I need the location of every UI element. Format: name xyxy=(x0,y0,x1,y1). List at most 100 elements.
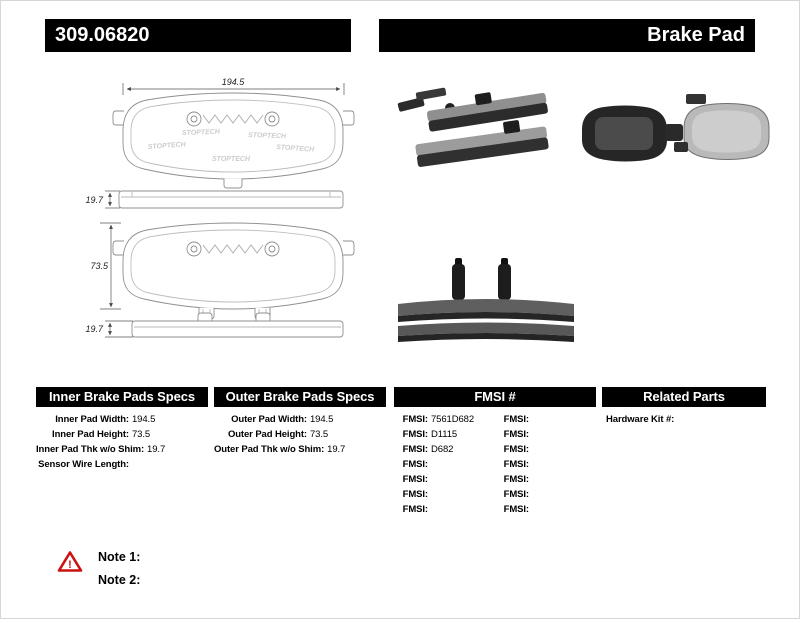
product-type-bar: Brake Pad xyxy=(379,19,755,52)
friction-watermark: STOPTECH STOPTECH STOPTECH STOPTECH STOP… xyxy=(148,129,316,163)
spec-label: Outer Pad Thk w/o Shim: xyxy=(214,444,325,455)
spec-value: 19.7 xyxy=(147,444,166,455)
fmsi-label: FMSI: xyxy=(503,459,529,470)
spec-label: Outer Pad Width: xyxy=(231,414,307,425)
fmsi-value xyxy=(428,487,495,502)
spec-row: Outer Pad Height: 73.5 xyxy=(214,427,386,442)
spec-row: Inner Pad Width: 194.5 xyxy=(36,412,208,427)
spec-value: 194.5 xyxy=(132,414,156,425)
thickness-dimension-top xyxy=(105,190,120,209)
fmsi-value xyxy=(529,442,596,457)
height-dimension xyxy=(100,222,121,310)
fmsi-value xyxy=(529,457,596,472)
svg-text:!: ! xyxy=(68,559,72,571)
fmsi-value xyxy=(529,427,596,442)
fmsi-row: FMSI: D682 xyxy=(394,442,495,457)
fmsi-row: FMSI: xyxy=(495,487,596,502)
fmsi-right-subcolumn: FMSI: FMSI: FMSI: FMSI: xyxy=(495,412,596,517)
fmsi-label: FMSI: xyxy=(402,474,428,485)
spec-row: Sensor Wire Length: xyxy=(36,457,208,472)
header: 309.06820 Brake Pad xyxy=(45,19,755,52)
fmsi-row: FMSI: xyxy=(495,472,596,487)
spec-label: Outer Pad Height: xyxy=(227,429,307,440)
inner-specs-column: Inner Brake Pads Specs Inner Pad Width: … xyxy=(36,387,208,472)
svg-text:STOPTECH: STOPTECH xyxy=(276,144,315,154)
spec-label: Inner Pad Width: xyxy=(55,414,129,425)
fmsi-row: FMSI: xyxy=(394,457,495,472)
fmsi-value xyxy=(529,487,596,502)
fmsi-row: FMSI: xyxy=(394,502,495,517)
fmsi-value: D682 xyxy=(431,444,454,455)
height-dim-label: 73.5 xyxy=(90,261,109,271)
fmsi-row: FMSI: xyxy=(495,457,596,472)
fmsi-row: FMSI: xyxy=(394,472,495,487)
fmsi-row: FMSI: xyxy=(495,427,596,442)
related-parts-column: Related Parts Hardware Kit #: xyxy=(602,387,766,427)
part-number-bar: 309.06820 xyxy=(45,19,351,52)
fmsi-value: 7561D682 xyxy=(431,414,475,425)
outer-specs-column: Outer Brake Pads Specs Outer Pad Width: … xyxy=(214,387,386,457)
fmsi-value xyxy=(529,472,596,487)
spec-value: 73.5 xyxy=(310,429,329,440)
outer-specs-header: Outer Brake Pads Specs xyxy=(214,387,386,407)
spec-value: 194.5 xyxy=(310,414,334,425)
fmsi-label: FMSI: xyxy=(503,444,529,455)
width-dimension xyxy=(122,83,345,95)
spec-label: Inner Pad Height: xyxy=(52,429,129,440)
spec-value xyxy=(129,457,172,472)
fmsi-label: FMSI: xyxy=(402,504,428,515)
svg-text:STOPTECH: STOPTECH xyxy=(212,156,251,163)
technical-drawing: 194.5 STOPTECH STOPTECH STOPTECH STOPTEC… xyxy=(85,77,355,338)
pad-plan-view: STOPTECH STOPTECH STOPTECH STOPTECH STOP… xyxy=(112,92,355,189)
fmsi-left-subcolumn: FMSI: 7561D682 FMSI: D1115 FMSI: D682 FM… xyxy=(394,412,495,517)
spec-tables: Inner Brake Pads Specs Inner Pad Width: … xyxy=(36,387,766,542)
related-value xyxy=(674,412,766,427)
product-type: Brake Pad xyxy=(647,24,745,46)
fmsi-row: FMSI: xyxy=(394,487,495,502)
fmsi-row: FMSI: 7561D682 xyxy=(394,412,495,427)
thickness-dim-label-bottom: 19.7 xyxy=(85,324,104,334)
fmsi-label: FMSI: xyxy=(402,459,428,470)
product-photos xyxy=(397,87,770,342)
fmsi-label: FMSI: xyxy=(503,489,529,500)
fmsi-row: FMSI: D1115 xyxy=(394,427,495,442)
fmsi-label: FMSI: xyxy=(402,444,428,455)
warning-icon: ! xyxy=(57,551,83,572)
spec-row: Outer Pad Thk w/o Shim: 19.7 xyxy=(214,442,386,457)
svg-text:STOPTECH: STOPTECH xyxy=(182,129,221,137)
fmsi-row: FMSI: xyxy=(495,412,596,427)
note-2: Note 2: xyxy=(98,573,141,587)
spec-label: Sensor Wire Length: xyxy=(38,459,129,470)
photo-pads-face xyxy=(582,94,770,162)
fmsi-label: FMSI: xyxy=(503,504,529,515)
fmsi-value: D1115 xyxy=(431,429,458,440)
spec-row: Inner Pad Thk w/o Shim: 19.7 xyxy=(36,442,208,457)
thickness-dim-label-top: 19.7 xyxy=(85,195,104,205)
spec-value: 19.7 xyxy=(327,444,346,455)
fmsi-value xyxy=(529,412,596,427)
thickness-dimension-bottom xyxy=(105,320,133,338)
fmsi-row: FMSI: xyxy=(495,502,596,517)
fmsi-value xyxy=(428,457,495,472)
photo-pads-edge xyxy=(398,258,574,342)
fmsi-label: FMSI: xyxy=(503,474,529,485)
spec-row: Outer Pad Width: 194.5 xyxy=(214,412,386,427)
svg-text:STOPTECH: STOPTECH xyxy=(148,141,187,151)
fmsi-row: FMSI: xyxy=(495,442,596,457)
pad-front-view xyxy=(112,222,355,320)
fmsi-label: FMSI: xyxy=(503,414,529,425)
part-number: 309.06820 xyxy=(55,24,150,46)
related-row: Hardware Kit #: xyxy=(602,412,766,427)
pad-side-profile-bottom xyxy=(131,312,344,338)
note-1: Note 1: xyxy=(98,550,141,564)
fmsi-label: FMSI: xyxy=(402,414,428,425)
related-label: Hardware Kit #: xyxy=(606,414,675,425)
svg-text:STOPTECH: STOPTECH xyxy=(248,132,287,140)
spec-label: Inner Pad Thk w/o Shim: xyxy=(36,444,145,455)
fmsi-column: FMSI # FMSI: 7561D682 FMSI: D1115 FMSI: … xyxy=(394,387,596,517)
fmsi-value xyxy=(428,472,495,487)
fmsi-value xyxy=(428,502,495,517)
fmsi-value xyxy=(529,502,596,517)
fmsi-label: FMSI: xyxy=(402,429,428,440)
